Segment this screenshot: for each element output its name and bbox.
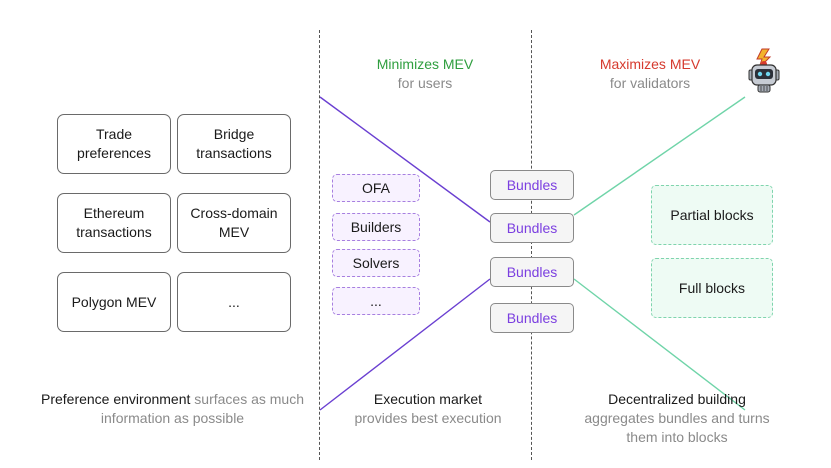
header-maximizes: Maximizes MEV for validators bbox=[580, 55, 720, 93]
caption-mid-strong: Execution market bbox=[373, 391, 483, 407]
bundle-1: Bundles bbox=[490, 170, 574, 200]
divider-right bbox=[531, 30, 532, 460]
market-builders: Builders bbox=[332, 213, 420, 241]
caption-decentralized-building: Decentralized building aggregates bundle… bbox=[553, 390, 801, 447]
full-blocks: Full blocks bbox=[651, 258, 773, 318]
teal-line-lower bbox=[573, 278, 746, 411]
pref-trade-preferences: Trade preferences bbox=[57, 114, 171, 174]
bundle-2: Bundles bbox=[490, 213, 574, 243]
caption-right-muted: aggregates bundles and turns them into b… bbox=[584, 410, 770, 445]
pref-cross-domain-mev: Cross-domain MEV bbox=[177, 193, 291, 253]
bundle-3: Bundles bbox=[490, 257, 574, 287]
header-maximizes-subtitle: for validators bbox=[609, 75, 691, 91]
bundle-4: Bundles bbox=[490, 303, 574, 333]
header-maximizes-title: Maximizes MEV bbox=[599, 56, 701, 72]
pref-bridge-transactions: Bridge transactions bbox=[177, 114, 291, 174]
pref-more: ... bbox=[177, 272, 291, 332]
header-minimizes-title: Minimizes MEV bbox=[376, 56, 474, 72]
caption-left-muted: surfaces as much information as possible bbox=[100, 391, 305, 426]
pref-polygon-mev: Polygon MEV bbox=[57, 272, 171, 332]
partial-blocks: Partial blocks bbox=[651, 185, 773, 245]
market-more: ... bbox=[332, 287, 420, 315]
market-solvers: Solvers bbox=[332, 249, 420, 277]
teal-line-upper bbox=[573, 96, 746, 216]
caption-mid-muted: provides best execution bbox=[354, 410, 502, 426]
divider-left bbox=[319, 30, 320, 460]
pref-ethereum-transactions: Ethereum transactions bbox=[57, 193, 171, 253]
robot-icon bbox=[748, 48, 780, 93]
header-minimizes: Minimizes MEV for users bbox=[355, 55, 495, 93]
caption-right-strong: Decentralized building bbox=[608, 391, 746, 407]
caption-preference-environment: Preference environment surfaces as much … bbox=[40, 390, 305, 428]
header-minimizes-subtitle: for users bbox=[397, 75, 453, 91]
market-ofa: OFA bbox=[332, 174, 420, 202]
caption-left-strong: Preference environment bbox=[40, 391, 191, 407]
caption-execution-market: Execution market provides best execution bbox=[338, 390, 518, 428]
purple-line-lower bbox=[319, 278, 491, 411]
purple-line-upper bbox=[319, 96, 491, 223]
